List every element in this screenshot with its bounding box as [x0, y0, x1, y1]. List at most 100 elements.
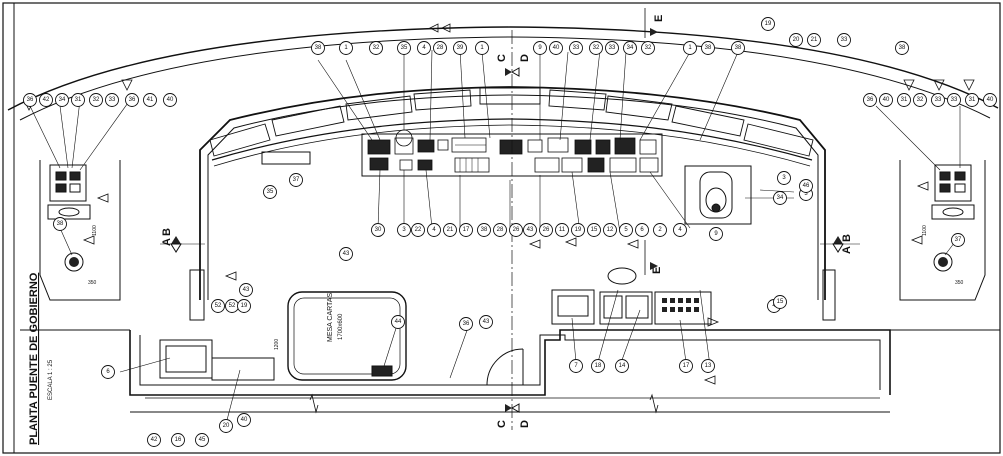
callout-number: 39 — [457, 45, 464, 51]
callout-bubble: 30 — [371, 223, 385, 237]
callout-circle — [237, 299, 251, 313]
callout-number: 33 — [935, 97, 942, 103]
bow-outer-arc — [7, 26, 999, 111]
callout-number: 7 — [574, 363, 578, 369]
callout-bubble: 1 — [683, 41, 697, 55]
callout-bubble: 32 — [641, 41, 655, 55]
section-marker-a-b-right: A B — [820, 234, 860, 254]
callout-bubble: 40 — [163, 93, 177, 107]
console-equipment — [367, 129, 659, 173]
callout-bubble: 19 — [237, 299, 251, 313]
callout-bubble: 46 — [799, 179, 813, 193]
callout-number: 9 — [538, 45, 542, 51]
callout-bubble: 12 — [603, 223, 617, 237]
callout-number: 14 — [619, 363, 626, 369]
callout-number: 12 — [607, 227, 614, 233]
callout-bubble: 43 — [479, 315, 493, 329]
callout-bubble: 38 — [895, 41, 909, 55]
callout-circle — [587, 223, 601, 237]
callout-bubble: 4 — [427, 223, 441, 237]
callout-bubble: 45 — [195, 433, 209, 447]
leader-lines — [29, 49, 961, 425]
callout-bubble: 1 — [475, 41, 489, 55]
callout-number: 4 — [422, 45, 426, 51]
callout-number: 52 — [215, 303, 222, 309]
callout-bubble: 31 — [71, 93, 85, 107]
callout-number: 15 — [777, 299, 784, 305]
callout-number: 40 — [241, 417, 248, 423]
callout-circle — [459, 317, 473, 331]
callout-bubble: 38 — [731, 41, 745, 55]
callout-bubble: 21 — [807, 33, 821, 47]
callout-circle — [683, 41, 697, 55]
callout-bubble: 43 — [523, 223, 537, 237]
callout-number: 35 — [267, 189, 274, 195]
callout-bubble: 35 — [263, 185, 277, 199]
pilot-chair — [684, 165, 752, 225]
callout-circle — [761, 17, 775, 31]
break-line-left — [309, 393, 319, 414]
chart-table-height: 1200 — [274, 339, 280, 350]
callout-number: 26 — [543, 227, 550, 233]
callout-circle — [211, 299, 225, 313]
callout-bubble: 17 — [679, 359, 693, 373]
callout-circle — [913, 93, 927, 107]
callout-number: 19 — [765, 21, 772, 27]
callout-circle — [947, 93, 961, 107]
callout-bubble: 9 — [533, 41, 547, 55]
callout-bubble: 33 — [605, 41, 619, 55]
callout-circle — [219, 419, 233, 433]
callout-bubble: 20 — [789, 33, 803, 47]
callout-circle — [539, 223, 553, 237]
callout-circle — [239, 283, 253, 297]
callout-number: 38 — [315, 45, 322, 51]
callout-circle — [443, 223, 457, 237]
callout-bubble: 32 — [589, 41, 603, 55]
section-mark-c-bottom: C — [496, 420, 508, 428]
callout-number: 6 — [106, 369, 110, 375]
callout-number: 31 — [901, 97, 908, 103]
callout-circle — [105, 93, 119, 107]
callout-circle — [773, 295, 787, 309]
callout-circle — [89, 93, 103, 107]
callout-bubble: 26 — [539, 223, 553, 237]
callout-bubble: 33 — [837, 33, 851, 47]
callout-bubble: 6 — [635, 223, 649, 237]
callout-bubble: 7 — [569, 359, 583, 373]
callout-number: 37 — [293, 177, 300, 183]
callout-circle — [863, 93, 877, 107]
callout-bubble: 43 — [239, 283, 253, 297]
callout-circle — [163, 93, 177, 107]
callout-circle — [143, 93, 157, 107]
callout-bubble: 9 — [709, 227, 723, 241]
callout-bubble: 4 — [673, 223, 687, 237]
callout-bubble: 33 — [947, 93, 961, 107]
callout-number: 17 — [683, 363, 690, 369]
callout-bubble: 36 — [459, 317, 473, 331]
callout-bubble: 40 — [983, 93, 997, 107]
callout-circle — [339, 41, 353, 55]
callout-circle — [125, 93, 139, 107]
callout-circle — [427, 223, 441, 237]
callout-circle — [453, 41, 467, 55]
callout-circle — [571, 223, 585, 237]
callout-bubble: 34 — [55, 93, 69, 107]
keyboard-grid — [662, 298, 699, 312]
callout-circle — [897, 93, 911, 107]
callout-circle — [475, 41, 489, 55]
port-wall-box — [261, 151, 311, 165]
aft-bulkhead — [129, 329, 891, 396]
callout-bubble: 14 — [615, 359, 629, 373]
starboard-side-panel — [822, 269, 836, 321]
callout-circle — [397, 223, 411, 237]
starboard-aft-equipment — [551, 267, 712, 325]
callout-number: 38 — [899, 45, 906, 51]
callout-bubble: 6 — [101, 365, 115, 379]
callout-circle — [799, 179, 813, 193]
wheelhouse-wall-inner — [207, 94, 819, 300]
drawing-scale: ESCALA 1 : 25 — [48, 359, 54, 400]
section-marker-c-d-bottom: C D — [496, 403, 531, 428]
callout-bubble: 34 — [623, 41, 637, 55]
